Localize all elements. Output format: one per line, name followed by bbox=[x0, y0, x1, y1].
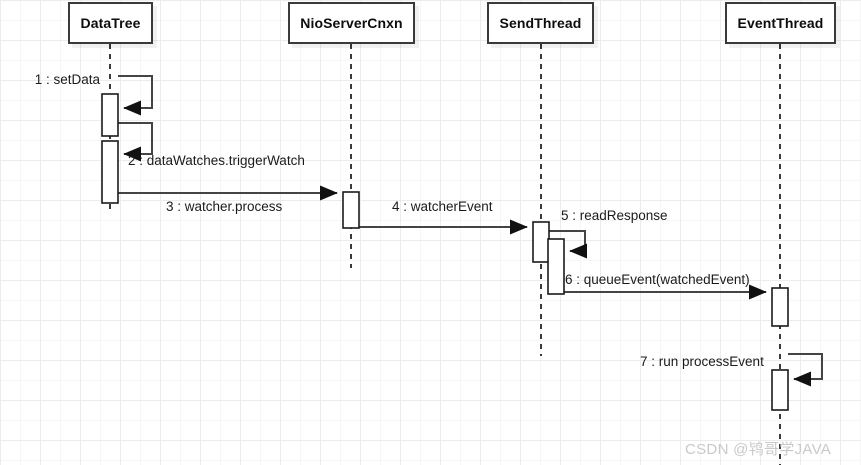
message-label-1: 1 : setData bbox=[34, 72, 100, 87]
activation-eventthread-2 bbox=[771, 369, 789, 411]
participant-label-nioservercnxn: NioServerCnxn bbox=[300, 15, 403, 31]
message-1-setdata-arrow bbox=[118, 75, 153, 116]
activation-nioservercnxn-1 bbox=[342, 191, 360, 229]
lifelines bbox=[109, 44, 781, 465]
message-label-5: 5 : readResponse bbox=[561, 208, 668, 223]
participant-label-eventthread: EventThread bbox=[737, 15, 824, 31]
participant-datatree[interactable]: DataTree bbox=[68, 2, 153, 44]
message-2-triggerwatch-arrow bbox=[118, 122, 153, 162]
activation-eventthread-1 bbox=[771, 287, 789, 327]
csdn-watermark: CSDN @鸨哥学JAVA bbox=[685, 441, 832, 458]
participant-eventthread[interactable]: EventThread bbox=[725, 2, 836, 44]
activation-sendthread-2 bbox=[547, 238, 565, 295]
activation-datatree-2 bbox=[101, 140, 119, 204]
activation-sendthread-1 bbox=[532, 221, 550, 263]
message-7-runprocessevent-arrow bbox=[788, 353, 823, 387]
participant-label-sendthread: SendThread bbox=[499, 15, 582, 31]
participant-label-datatree: DataTree bbox=[80, 15, 141, 31]
message-label-3: 3 : watcher.process bbox=[166, 199, 283, 214]
activation-datatree-1 bbox=[101, 93, 119, 137]
message-label-7: 7 : run processEvent bbox=[640, 354, 764, 369]
participant-nioservercnxn[interactable]: NioServerCnxn bbox=[288, 2, 415, 44]
message-label-6: 6 : queueEvent(watchedEvent) bbox=[565, 272, 750, 287]
activation-bars bbox=[101, 93, 789, 411]
message-label-4: 4 : watcherEvent bbox=[392, 199, 493, 214]
message-5-readresponse-arrow bbox=[549, 230, 588, 259]
participant-sendthread[interactable]: SendThread bbox=[487, 2, 594, 44]
message-label-2: 2 : dataWatches.triggerWatch bbox=[128, 153, 305, 168]
